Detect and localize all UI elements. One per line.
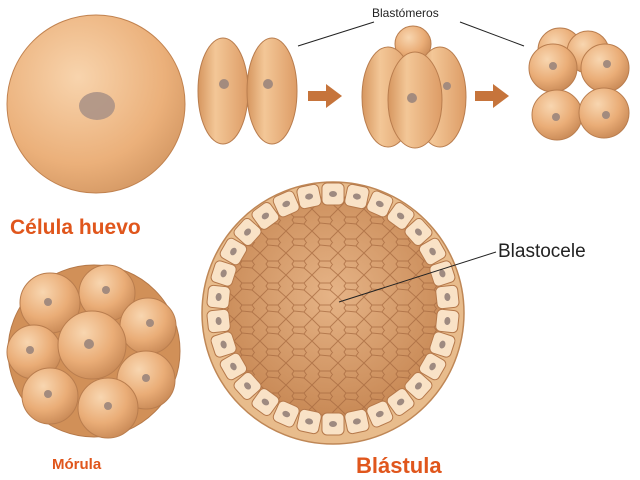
blastoderm-cell-nucleus bbox=[305, 193, 314, 200]
blastoderm-cell-nucleus bbox=[329, 421, 337, 427]
blastoderm-cell-nucleus bbox=[305, 418, 314, 425]
morula-label: Mórula bbox=[52, 456, 102, 473]
egg-cell bbox=[6, 14, 186, 194]
blastoderm-cell-nucleus bbox=[230, 247, 237, 256]
four-cell-stage bbox=[361, 25, 467, 149]
blastoderm-cell-nucleus bbox=[375, 200, 384, 208]
egg-cell-label: Célula huevo bbox=[10, 216, 141, 239]
blastoderm-cell-nucleus bbox=[220, 269, 227, 278]
blastoderm-cell-nucleus bbox=[282, 410, 291, 418]
blastoderm-cell-nucleus bbox=[215, 317, 222, 326]
blastoderm-cell-nucleus bbox=[375, 410, 384, 418]
blastoderm-cell-nucleus bbox=[414, 228, 422, 236]
blastomeres-label: Blastómeros bbox=[372, 6, 439, 20]
two-cell-stage bbox=[197, 37, 298, 145]
blastula bbox=[201, 181, 465, 445]
blastoderm-cell-nucleus bbox=[220, 340, 227, 349]
blastoderm-cell-nucleus bbox=[244, 382, 252, 390]
blastoderm-cell-nucleus bbox=[230, 362, 237, 371]
blastoderm-cell-nucleus bbox=[261, 212, 270, 220]
blastoderm-cell-nucleus bbox=[439, 269, 446, 278]
blastoderm-cell-nucleus bbox=[396, 398, 405, 406]
blastoderm-cell-nucleus bbox=[429, 247, 436, 256]
blastoderm-cell-nucleus bbox=[329, 191, 337, 197]
blastoderm-cell-nucleus bbox=[429, 362, 436, 371]
blastoderm-cell-nucleus bbox=[444, 317, 451, 326]
blastomeres-leader-lines bbox=[297, 21, 525, 47]
egg-nucleus bbox=[79, 92, 115, 120]
blastoderm-cell-nucleus bbox=[261, 398, 270, 406]
blastoderm-cell-nucleus bbox=[282, 200, 291, 208]
blastoderm-cell-nucleus bbox=[396, 212, 405, 220]
blastoderm-cell-nucleus bbox=[414, 382, 422, 390]
blastoderm-cell-nucleus bbox=[352, 418, 361, 425]
blastoderm-cell-nucleus bbox=[439, 340, 446, 349]
blastoderm-cells bbox=[206, 182, 460, 436]
blastoderm-cell-nucleus bbox=[244, 228, 252, 236]
blastoderm-cell-nucleus bbox=[215, 292, 222, 301]
blastula-label: Blástula bbox=[356, 453, 442, 478]
eight-cell-stage bbox=[528, 27, 630, 141]
two-cell-nucleus-right bbox=[263, 79, 273, 89]
blastoderm-cell-nucleus bbox=[352, 193, 361, 200]
blastoderm-cell-nucleus bbox=[444, 292, 451, 301]
blastocoel-cavity bbox=[223, 196, 443, 416]
four-cell-nucleus bbox=[407, 93, 417, 103]
arrow-right-icon bbox=[308, 84, 342, 108]
arrow-right-icon bbox=[475, 84, 509, 108]
two-cell-nucleus-left bbox=[219, 79, 229, 89]
blastocoel-leader-line bbox=[338, 251, 497, 303]
blastocoel-label: Blastocele bbox=[498, 241, 586, 262]
morula bbox=[6, 264, 181, 439]
